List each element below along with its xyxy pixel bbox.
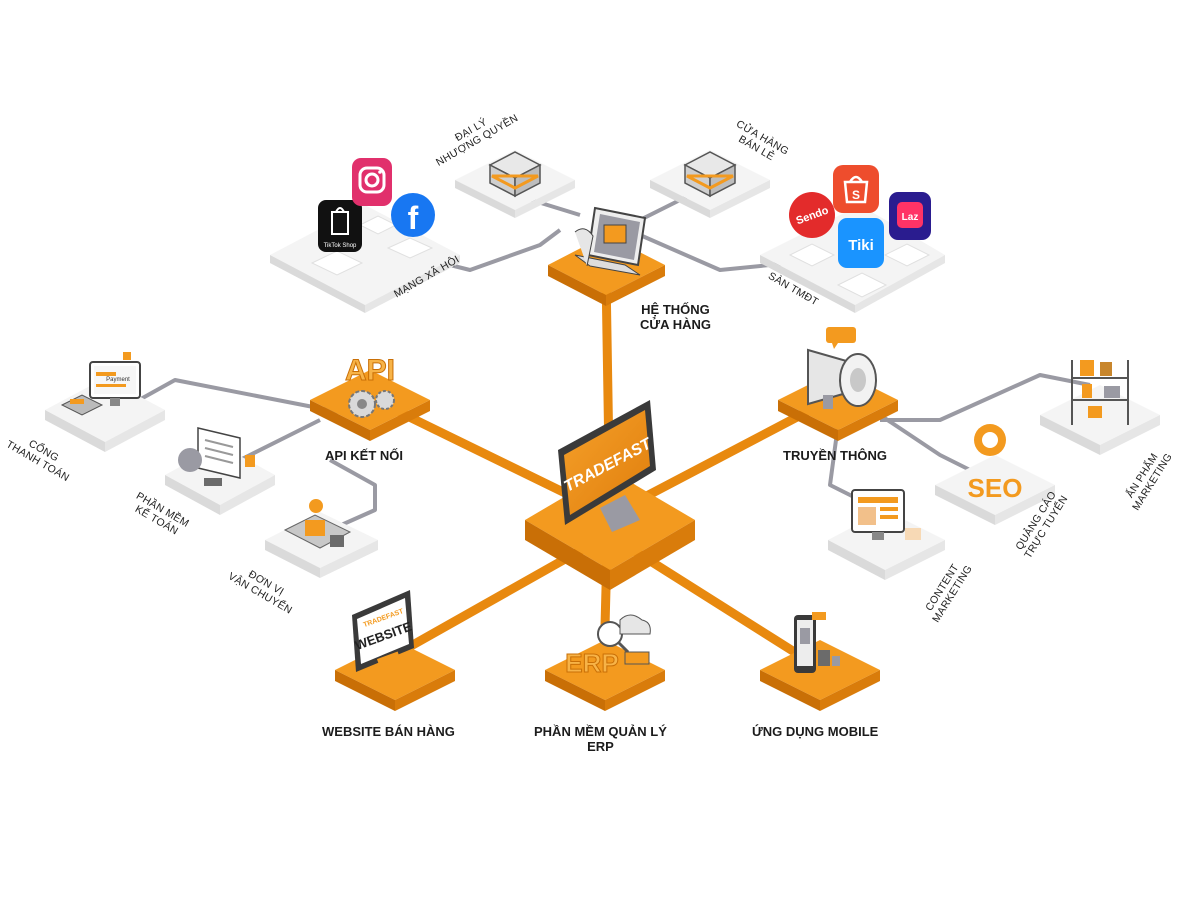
smartphone-icon <box>794 612 840 673</box>
payment-monitor-icon: Payment <box>89 352 141 406</box>
shop-building-icon <box>683 151 737 198</box>
ecommerce-tile: Sendo S Tiki Laz <box>760 165 945 313</box>
shelf-products-icon <box>1071 360 1129 425</box>
card-terminal-icon <box>60 394 104 416</box>
retail-tile <box>650 150 770 218</box>
megaphone-icon <box>807 327 877 409</box>
store-system-label: HỆ THỐNG CỬA HÀNG <box>640 302 711 332</box>
tiktok-shop-icon: TikTok Shop <box>318 200 362 252</box>
shipping-tile <box>265 499 378 578</box>
svg-text:S: S <box>852 188 860 202</box>
svg-text:f: f <box>408 200 419 236</box>
svg-text:Tiki: Tiki <box>848 237 874 254</box>
website-monitor-icon: TRADEFAST WEBSITE <box>352 590 414 672</box>
marketing-materials-tile <box>1040 360 1160 455</box>
svg-text:API: API <box>345 354 395 387</box>
franchise-tile <box>455 150 575 218</box>
erp-label: PHẦN MỀM QUẢN LÝ ERP <box>534 724 667 754</box>
facebook-icon: f <box>391 193 435 237</box>
media-label: TRUYỀN THÔNG <box>783 448 887 463</box>
website-hub: TRADEFAST WEBSITE <box>335 590 455 711</box>
svg-text:Payment: Payment <box>106 377 130 383</box>
content-tile <box>828 489 945 580</box>
svg-text:ERP: ERP <box>565 648 618 678</box>
center-hub: TRADEFAST <box>525 400 695 590</box>
erp-line1: PHẦN MỀM QUẢN LÝ <box>534 724 667 739</box>
lazada-icon: Laz <box>889 192 931 240</box>
media-hub <box>778 327 898 441</box>
online-ads-tile: SEO <box>935 424 1055 525</box>
shop-building-icon <box>488 151 542 198</box>
svg-text:Laz: Laz <box>902 212 919 223</box>
accounting-document-icon <box>178 427 255 486</box>
store-system-line1: HỆ THỐNG <box>641 302 710 317</box>
delivery-map-icon <box>283 499 352 549</box>
shopee-icon: S <box>833 165 879 213</box>
mobile-hub <box>760 612 880 711</box>
api-hub: API <box>310 354 430 441</box>
accounting-tile <box>165 427 275 515</box>
erp-hub: ERP <box>545 614 665 711</box>
erp-line2: ERP <box>587 739 614 754</box>
svg-text:SEO: SEO <box>968 473 1023 503</box>
mobile-label: ỨNG DỤNG MOBILE <box>752 724 879 739</box>
store-system-line2: CỬA HÀNG <box>640 317 711 332</box>
instagram-icon <box>352 158 392 206</box>
store-system-hub <box>548 206 665 306</box>
seo-icon: SEO <box>968 424 1023 503</box>
social-tile: TikTok Shop f <box>270 158 460 313</box>
sendo-icon: Sendo <box>789 192 835 238</box>
website-label: WEBSITE BÁN HÀNG <box>322 724 455 739</box>
payment-tile: Payment <box>45 352 165 452</box>
svg-text:TikTok Shop: TikTok Shop <box>324 243 357 249</box>
connector-shipping-api <box>329 458 377 532</box>
api-label: API KẾT NỐI <box>325 448 404 463</box>
connector-marketing-media <box>880 373 1091 422</box>
spoke-media <box>615 400 825 515</box>
laptop-pos-icon <box>574 206 647 276</box>
api-gears-icon: API <box>344 354 396 418</box>
erp-icon: ERP <box>565 614 651 679</box>
content-monitor-icon <box>851 489 921 540</box>
spoke-mobile <box>620 540 820 670</box>
tiki-icon: Tiki <box>838 218 884 268</box>
spoke-website <box>390 540 595 660</box>
